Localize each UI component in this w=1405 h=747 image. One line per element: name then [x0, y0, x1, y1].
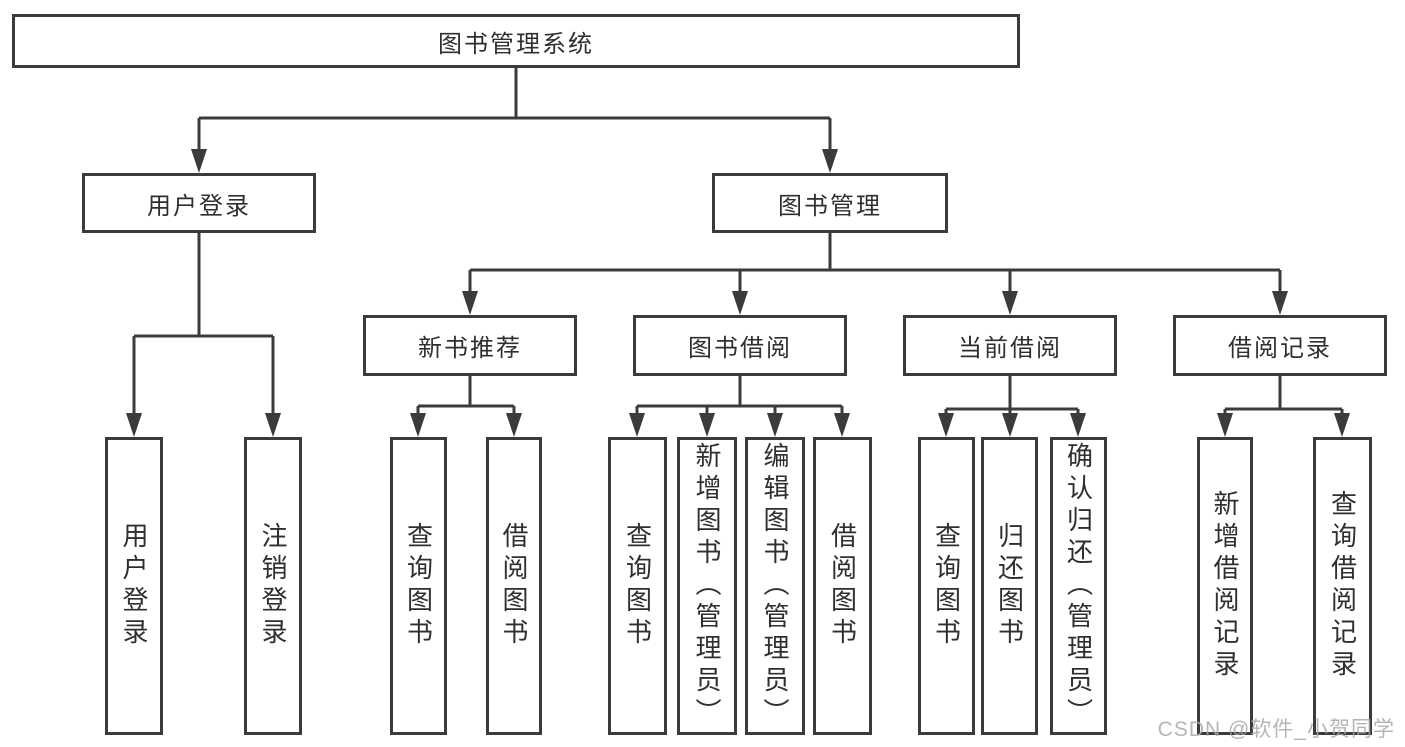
leaf-user-login: 用户登录 — [105, 437, 163, 735]
node-library-system: 图书管理系统 — [12, 14, 1020, 68]
leaf-label: 新增图书（管理员） — [692, 442, 722, 730]
csdn-watermark: CSDN @软件_小贺同学 — [1157, 718, 1395, 741]
leaf-label: 编辑图书（管理员） — [760, 442, 790, 730]
node-book-management: 图书管理 — [712, 173, 948, 233]
leaf-query-borrow-record: 查询借阅记录 — [1313, 437, 1372, 735]
leaf-return-books: 归还图书 — [981, 437, 1038, 735]
leaf-logout: 注销登录 — [244, 437, 302, 735]
leaf-label: 用户登录 — [119, 522, 149, 650]
node-label: 图书管理系统 — [438, 30, 594, 58]
leaf-label: 查询图书 — [403, 522, 434, 650]
leaf-label: 注销登录 — [258, 522, 288, 650]
node-user-login: 用户登录 — [82, 173, 316, 233]
node-current-borrowing: 当前借阅 — [903, 315, 1117, 376]
node-label: 新书推荐 — [418, 335, 522, 362]
arrowheads — [126, 149, 1350, 437]
leaf-add-borrow-record: 新增借阅记录 — [1197, 437, 1253, 735]
node-borrowing-records: 借阅记录 — [1173, 315, 1387, 376]
leaf-label: 归还图书 — [994, 522, 1025, 650]
leaf-borrow-books-recommend: 借阅图书 — [486, 437, 542, 735]
leaf-label: 新增借阅记录 — [1210, 490, 1240, 682]
leaf-borrow-books-borrow: 借阅图书 — [813, 437, 872, 735]
node-book-borrowing: 图书借阅 — [633, 315, 847, 376]
node-label: 借阅记录 — [1228, 335, 1332, 362]
leaf-label: 查询图书 — [622, 522, 653, 650]
node-label: 图书管理 — [778, 192, 882, 220]
leaf-label: 确认归还（管理员） — [1063, 442, 1094, 730]
leaf-label: 借阅图书 — [499, 522, 529, 650]
leaf-label: 查询图书 — [931, 522, 962, 650]
leaf-add-books-admin: 新增图书（管理员） — [677, 437, 737, 735]
leaf-query-books-current: 查询图书 — [918, 437, 975, 735]
leaf-label: 查询借阅记录 — [1327, 490, 1358, 682]
leaf-edit-books-admin: 编辑图书（管理员） — [745, 437, 805, 735]
node-label: 用户登录 — [147, 192, 251, 220]
leaf-label: 借阅图书 — [827, 522, 858, 650]
leaf-confirm-return-admin: 确认归还（管理员） — [1050, 437, 1107, 735]
node-label: 当前借阅 — [958, 335, 1062, 362]
node-label: 图书借阅 — [688, 335, 792, 362]
leaf-query-books-recommend: 查询图书 — [390, 437, 447, 735]
leaf-query-books-borrow: 查询图书 — [608, 437, 667, 735]
node-new-book-recommendation: 新书推荐 — [363, 315, 577, 376]
